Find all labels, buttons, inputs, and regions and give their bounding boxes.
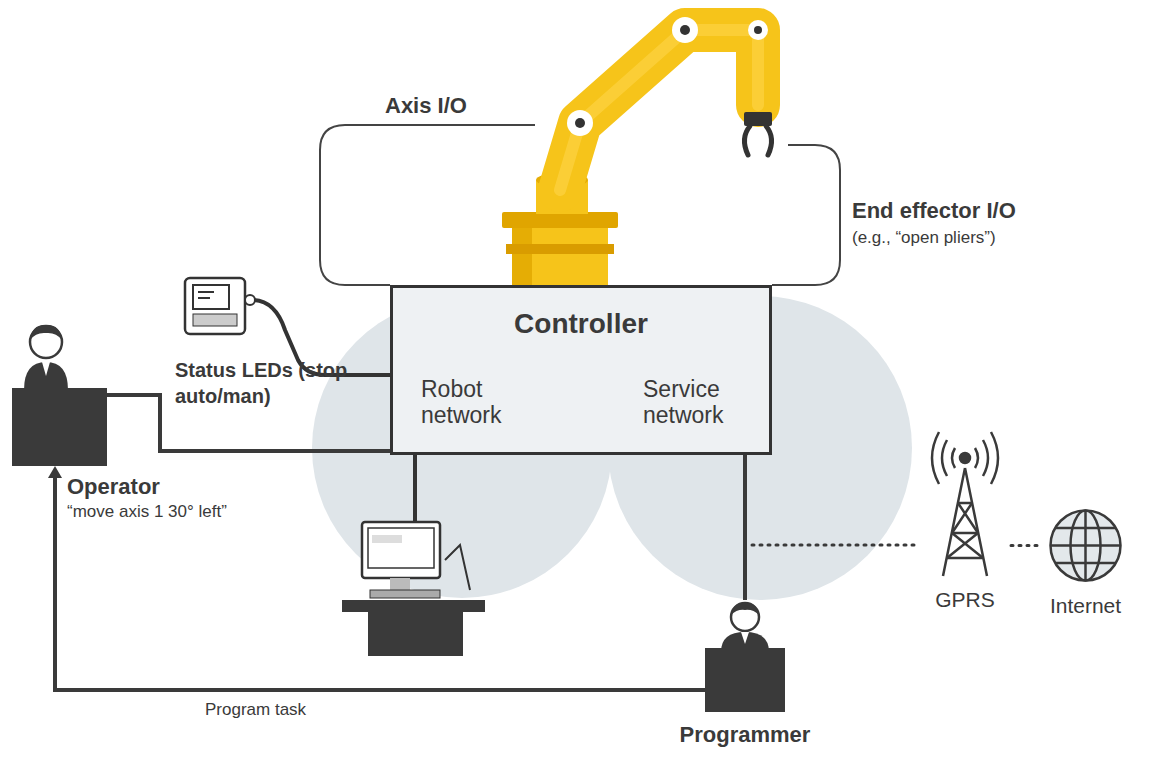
gprs-tower: GPRS <box>925 428 1005 578</box>
part-label: Axis I/O <box>385 93 467 119</box>
part-label: (e.g., “open pliers”) <box>852 228 996 248</box>
node-title: Operator <box>67 474 160 500</box>
axis-wire <box>320 125 535 285</box>
person-icon <box>12 318 107 466</box>
person-icon <box>705 600 785 712</box>
robot-arm <box>502 17 772 286</box>
node-title: Programmer <box>680 722 811 748</box>
node-title: Controller <box>393 308 769 340</box>
workstation <box>342 455 485 656</box>
operator-figure: Operator“move axis 1 30° left” <box>12 318 107 466</box>
connector-line <box>55 470 705 690</box>
wireless-link <box>752 544 917 547</box>
edge-label: Program task <box>205 700 306 720</box>
part-label: End effector I/O <box>852 198 1016 224</box>
node-text: Service network <box>643 376 763 429</box>
connector-line <box>743 455 747 600</box>
controller-box: ControllerRobot network Service network <box>390 285 772 455</box>
globe-icon <box>1048 508 1123 583</box>
effector-wire <box>772 145 840 285</box>
programmer-figure: Programmer <box>705 600 785 712</box>
node-title: GPRS <box>935 588 995 612</box>
node-title: Internet <box>1050 594 1121 618</box>
node-text: “move axis 1 30° left” <box>67 502 227 522</box>
edge-label: Status LEDs (stop auto/man) <box>175 357 350 409</box>
node-text: Robot network <box>421 376 536 429</box>
internet-globe: Internet <box>1048 508 1123 583</box>
tower-icon <box>925 428 1005 578</box>
wireless-link <box>1011 544 1042 547</box>
